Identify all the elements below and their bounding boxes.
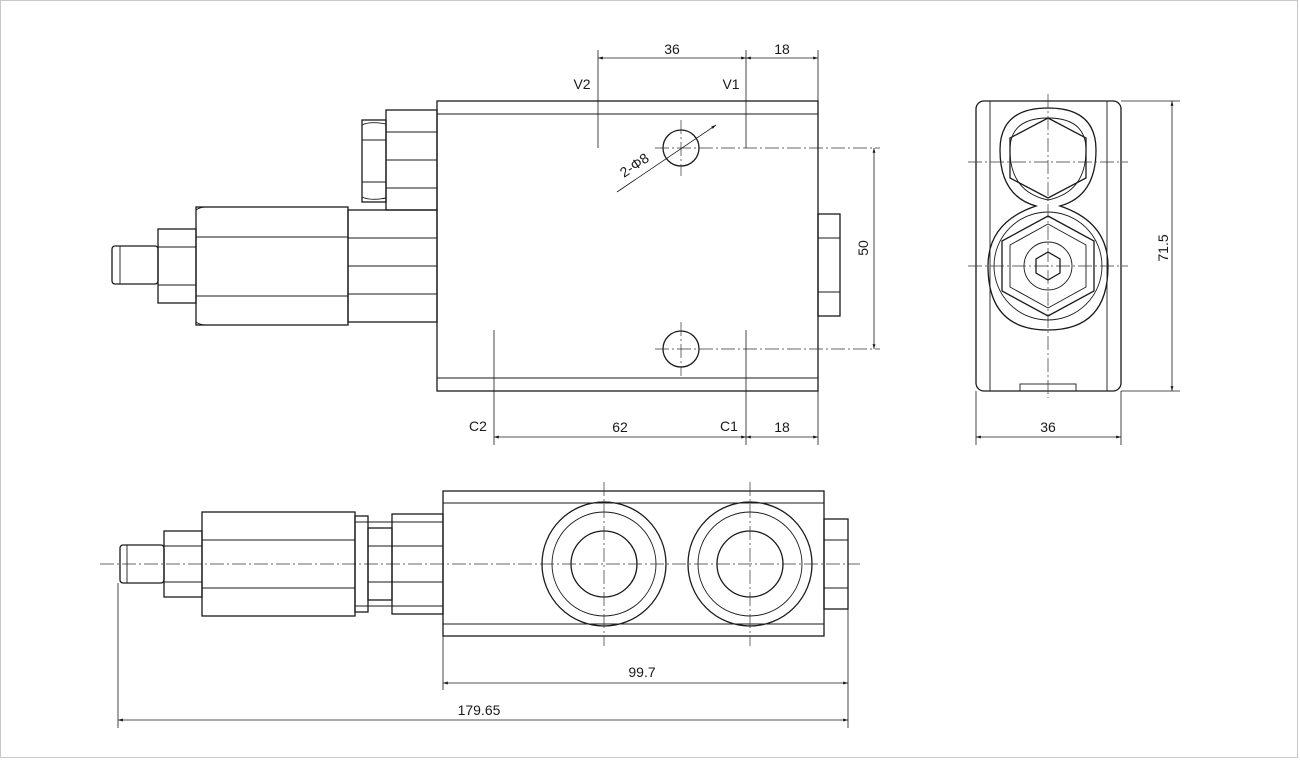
- upper-hex: [1009, 117, 1087, 199]
- adjuster-hex-body: [195, 206, 349, 326]
- dim-top-36: 36: [664, 41, 680, 57]
- side-plug: [817, 213, 841, 317]
- dim-side-width: 36: [1040, 419, 1056, 435]
- label-c1: C1: [720, 418, 738, 434]
- dim-side-height: 71.5: [1155, 234, 1171, 261]
- lock-nut: [157, 228, 197, 304]
- adjusting-screw: [111, 245, 159, 285]
- side-view: [968, 94, 1180, 445]
- dim-height-50: 50: [855, 240, 871, 256]
- top-adjusting-screw: [119, 544, 165, 584]
- top-body: [442, 490, 825, 637]
- label-c2: C2: [469, 418, 487, 434]
- top-side-plug: [823, 518, 849, 610]
- dim-width-62: 62: [612, 419, 628, 435]
- label-v1: V1: [722, 76, 739, 92]
- dimension-labels: 36 18 V2 V1 2-Φ8 50 C2 62 C1 18 71.5 36 …: [458, 41, 1171, 718]
- label-hole-spec: 2-Φ8: [617, 150, 652, 181]
- top-view: [100, 482, 860, 728]
- port-c2: [541, 501, 667, 627]
- dim-bottom-18: 18: [774, 419, 790, 435]
- hex-nut-upper: [361, 119, 387, 203]
- dim-overall-length: 179.65: [458, 702, 501, 718]
- front-view: [111, 50, 880, 445]
- label-v2: V2: [573, 76, 590, 92]
- dim-top-18: 18: [774, 41, 790, 57]
- dim-body-length: 99.7: [628, 664, 655, 680]
